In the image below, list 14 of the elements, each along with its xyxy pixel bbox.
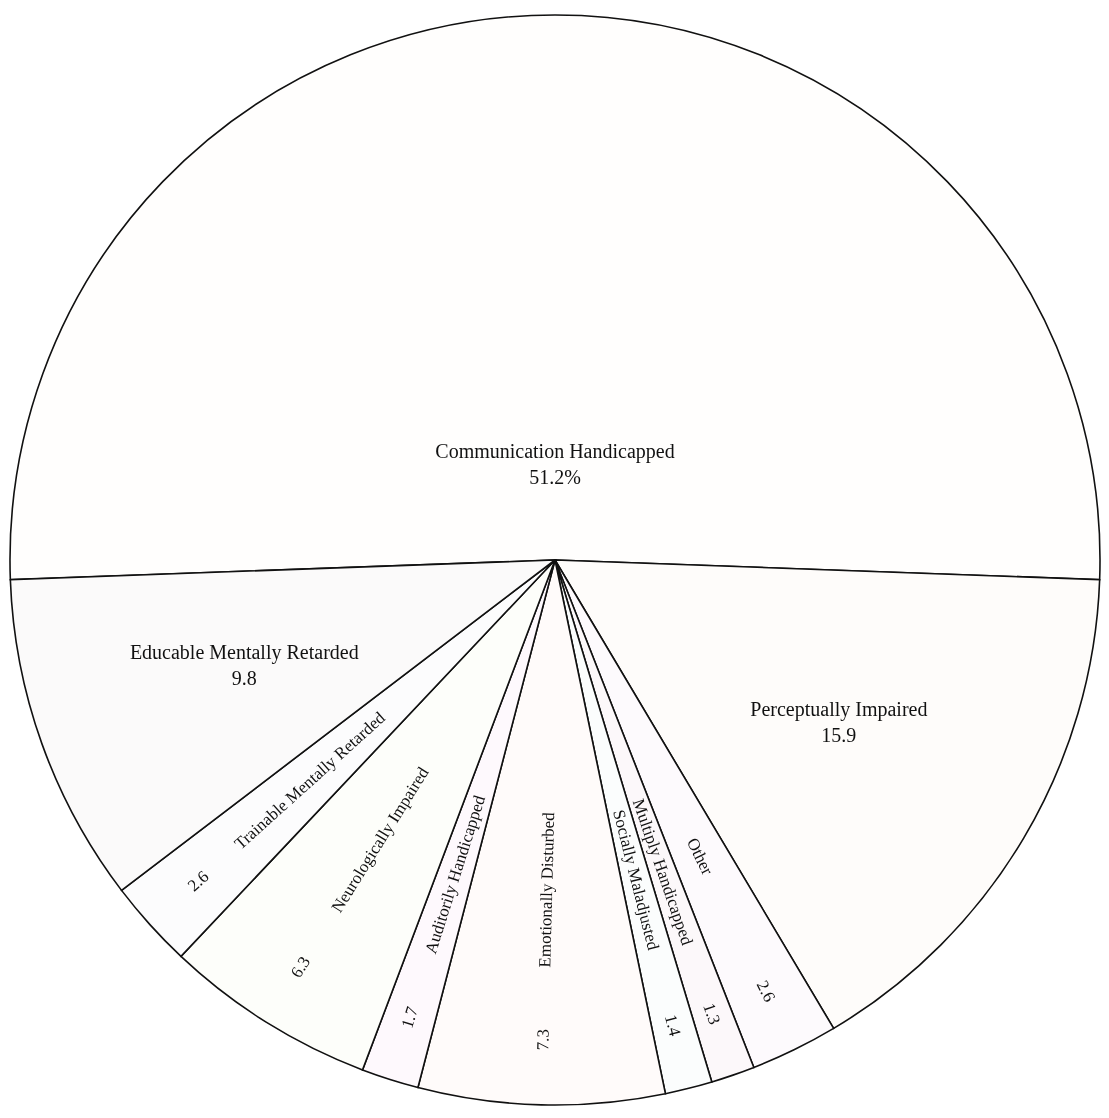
value-label: 51.2% bbox=[529, 466, 581, 488]
value-label: 7.3 bbox=[533, 1029, 553, 1051]
category-label: Educable Mentally Retarded bbox=[129, 641, 359, 664]
value-label: 1.3 bbox=[699, 1000, 725, 1027]
value-label: 1.7 bbox=[397, 1004, 422, 1031]
value-label: 9.8 bbox=[231, 667, 257, 690]
value-label: 15.9 bbox=[821, 724, 857, 747]
category-label: Perceptually Impaired bbox=[750, 698, 928, 721]
value-label: 2.6 bbox=[183, 866, 213, 896]
value-label: 6.3 bbox=[286, 953, 315, 982]
value-label: 1.4 bbox=[661, 1012, 685, 1038]
value-label: 2.6 bbox=[752, 977, 780, 1005]
category-label: Emotionally Disturbed bbox=[535, 812, 559, 968]
category-label: Communication Handicapped bbox=[435, 440, 675, 462]
